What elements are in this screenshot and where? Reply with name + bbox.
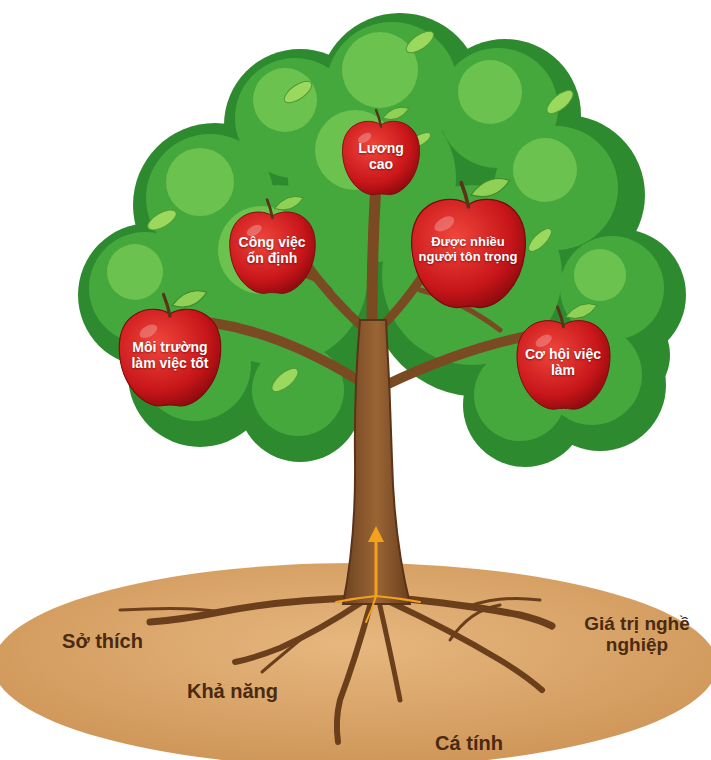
apple-label: Lương cao <box>350 140 412 172</box>
apple-label: Công việc ổn định <box>236 234 308 266</box>
apple-node: Công việc ổn định <box>227 205 318 296</box>
root-label: Cá tính <box>410 732 528 754</box>
apple-node: Cơ hội việc làm <box>514 313 613 412</box>
apple-node: Môi trường làm việc tốt <box>116 301 224 409</box>
apple-node: Được nhiều người tôn trọng <box>408 190 529 311</box>
apple-label: Được nhiều người tôn trọng <box>416 235 520 265</box>
apple-label: Môi trường làm việc tốt <box>125 339 215 371</box>
apple-label: Cơ hội việc làm <box>523 346 603 378</box>
root-label: Khả năng <box>165 680 300 702</box>
root-label: Sở thích <box>40 630 165 652</box>
root-label: Giá trị nghề nghiệp <box>568 614 706 656</box>
apple-node: Lương cao <box>340 115 422 197</box>
